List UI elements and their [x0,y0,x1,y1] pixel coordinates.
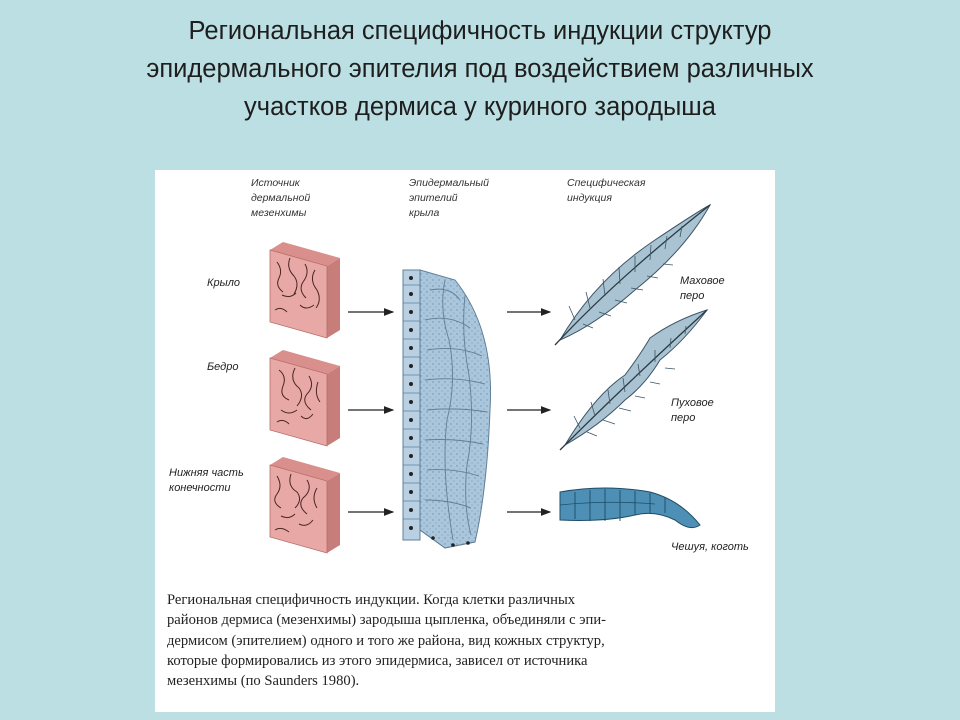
title-line-1: Региональная специфичность индукции стру… [188,17,772,45]
slide-title: Региональная специфичность индукции стру… [40,12,920,126]
title-line-2: эпидермального эпителия под воздействием… [146,55,814,83]
flight-feather-illustration [554,203,712,346]
header-specific-induction: Специфическая индукция [567,177,646,204]
label-wing: Крыло [207,277,241,289]
mesenchyme-block-wing [269,242,340,339]
scale-claw-illustration [559,487,701,529]
mesenchyme-block-lower-limb [269,457,340,554]
epithelium-sheet [402,269,492,549]
mesenchyme-block-thigh [269,350,340,447]
label-thigh: Бедро [207,361,239,373]
down-feather-illustration [559,309,709,451]
figure-caption: Региональная специфичность индукции. Ког… [167,592,606,690]
label-scale-claw: Чешуя, коготь [671,541,749,553]
header-dermal-source: Источник дермальной мезенхимы [251,177,311,219]
label-flight-feather: Маховое перо [680,275,725,302]
induction-diagram [269,203,712,554]
figure-panel: Источник дермальной мезенхимы Эпидермаль… [155,170,775,712]
label-lower-limb: Нижняя часть конечности [169,467,244,494]
header-wing-epithelium: Эпидермальный эпителий крыла [409,177,489,219]
title-line-3: участков дермиса у куриного зародыша [244,93,716,121]
label-down-feather: Пуховое перо [671,397,714,424]
